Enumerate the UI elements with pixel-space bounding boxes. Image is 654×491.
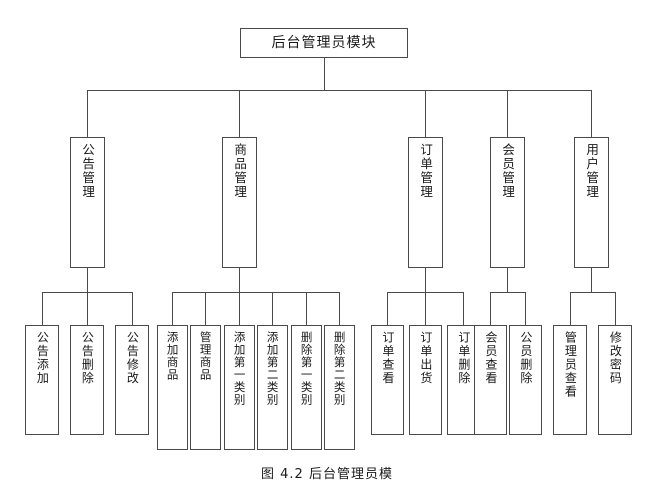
connector-user-drop-2 [615, 292, 616, 325]
connector-order-drop-1 [387, 292, 388, 325]
node-order-view[interactable]: 订单查看 [371, 325, 404, 435]
connector-level2-bus [87, 90, 592, 91]
connector-member-drop-2 [525, 292, 526, 325]
connector-member-bus [490, 292, 525, 293]
node-label: 添加商品 [165, 331, 180, 381]
figure-caption: 图 4.2 后台管理员模 [261, 467, 393, 482]
node-root-admin-module[interactable]: 后台管理员模块 [240, 28, 408, 58]
connector-product-drop-5 [306, 292, 307, 325]
node-product-add[interactable]: 添加商品 [157, 325, 188, 450]
connector-member-stem [507, 268, 508, 292]
node-label: 订单查看 [380, 331, 395, 385]
connector-bus-to-order [425, 90, 426, 137]
node-label: 公告删除 [80, 331, 95, 385]
node-user-management[interactable]: 用户管理 [574, 137, 609, 268]
node-label: 公告修改 [125, 331, 140, 385]
connector-announcement-stem [87, 268, 88, 292]
node-label: 订单删除 [456, 331, 471, 385]
node-product-management[interactable]: 商品管理 [222, 137, 257, 268]
node-member-delete[interactable]: 公员删除 [509, 325, 542, 435]
connector-bus-to-product [239, 90, 240, 137]
node-label: 删除第二类别 [332, 331, 347, 406]
connector-order-stem [425, 268, 426, 292]
connector-root-stem [324, 58, 325, 90]
node-order-ship[interactable]: 订单出货 [409, 325, 442, 435]
node-order-management[interactable]: 订单管理 [408, 137, 443, 268]
node-announcement-management[interactable]: 公告管理 [70, 137, 105, 268]
node-product-add-category-1[interactable]: 添加第一类别 [224, 325, 255, 450]
node-label: 公告添加 [35, 331, 50, 385]
connector-announcement-drop-1 [42, 292, 43, 325]
connector-product-drop-2 [205, 292, 206, 325]
node-label: 公员删除 [518, 331, 533, 385]
node-announcement-edit[interactable]: 公告修改 [115, 325, 149, 435]
node-label: 添加第二类别 [265, 331, 280, 406]
connector-order-drop-2 [425, 292, 426, 325]
node-label: 公告管理 [80, 143, 96, 199]
node-label: 用户管理 [584, 143, 600, 199]
connector-product-drop-3 [239, 292, 240, 325]
connector-member-drop-1 [490, 292, 491, 325]
node-member-view[interactable]: 会员查看 [474, 325, 507, 435]
node-product-add-category-2[interactable]: 添加第二类别 [257, 325, 288, 450]
connector-announcement-drop-2 [87, 292, 88, 325]
node-label: 添加第一类别 [232, 331, 247, 406]
connector-bus-to-user [591, 90, 592, 137]
node-label: 后台管理员模块 [271, 34, 377, 51]
connector-product-drop-6 [339, 292, 340, 325]
connector-announcement-drop-3 [132, 292, 133, 325]
node-change-password[interactable]: 修改密码 [598, 325, 632, 435]
node-admin-view[interactable]: 管理员查看 [553, 325, 587, 435]
node-label: 删除第一类别 [299, 331, 314, 406]
connector-product-drop-4 [272, 292, 273, 325]
connector-user-bus [570, 292, 615, 293]
connector-bus-to-announcement [87, 90, 88, 137]
connector-order-drop-3 [463, 292, 464, 325]
connector-user-stem [591, 268, 592, 292]
node-announcement-add[interactable]: 公告添加 [25, 325, 59, 435]
connector-user-drop-1 [570, 292, 571, 325]
node-member-management[interactable]: 会员管理 [490, 137, 525, 268]
connector-product-bus [172, 292, 339, 293]
node-label: 管理商品 [198, 331, 213, 381]
node-label: 会员管理 [500, 143, 516, 199]
connector-product-drop-1 [172, 292, 173, 325]
connector-bus-to-member [507, 90, 508, 137]
node-label: 订单管理 [418, 143, 434, 199]
node-label: 管理员查看 [563, 331, 578, 399]
node-label: 商品管理 [232, 143, 248, 199]
node-product-delete-category-2[interactable]: 删除第二类别 [324, 325, 355, 450]
node-label: 订单出货 [418, 331, 433, 385]
node-product-manage[interactable]: 管理商品 [190, 325, 221, 450]
connector-product-stem [239, 268, 240, 292]
node-label: 修改密码 [608, 331, 623, 385]
node-label: 会员查看 [483, 331, 498, 385]
node-product-delete-category-1[interactable]: 删除第一类别 [291, 325, 322, 450]
node-announcement-delete[interactable]: 公告删除 [70, 325, 104, 435]
